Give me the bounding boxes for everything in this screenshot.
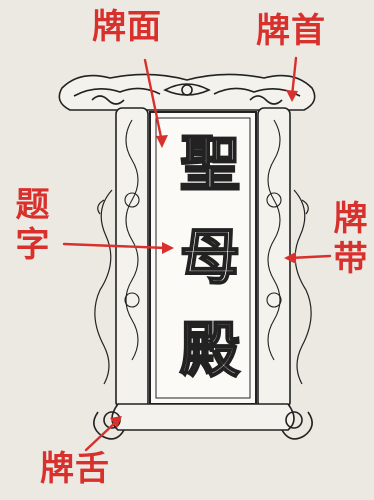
arrow-pai-she <box>84 418 120 452</box>
plaque-tongue <box>93 403 313 440</box>
label-pai-shou: 牌首 <box>256 11 326 51</box>
arrow-pai-mian <box>143 58 164 144</box>
label-pai-she: 牌舌 <box>40 449 110 489</box>
inscription-char-3: 殿 <box>179 316 241 387</box>
plaque-inscription: 聖 母 殿 <box>162 118 258 398</box>
side-band-ornament <box>124 119 282 361</box>
plaque-side-bands <box>115 107 291 409</box>
inscription-char-1: 聖 <box>179 129 241 200</box>
label-pai-mian: 牌面 <box>92 7 162 47</box>
dragon-scroll-right <box>293 189 312 385</box>
arrow-pai-dai <box>288 254 332 260</box>
plaque-head <box>58 73 316 111</box>
annotation-arrows <box>62 56 332 452</box>
dragon-scroll-left <box>94 189 113 385</box>
label-ti-zi: 题字 <box>9 186 49 266</box>
label-pai-dai: 牌带 <box>327 200 367 280</box>
inscription-char-2: 母 <box>179 222 241 293</box>
arrow-pai-shou <box>290 56 298 98</box>
arrow-heads <box>110 90 298 428</box>
arrow-ti-zi <box>62 242 168 250</box>
